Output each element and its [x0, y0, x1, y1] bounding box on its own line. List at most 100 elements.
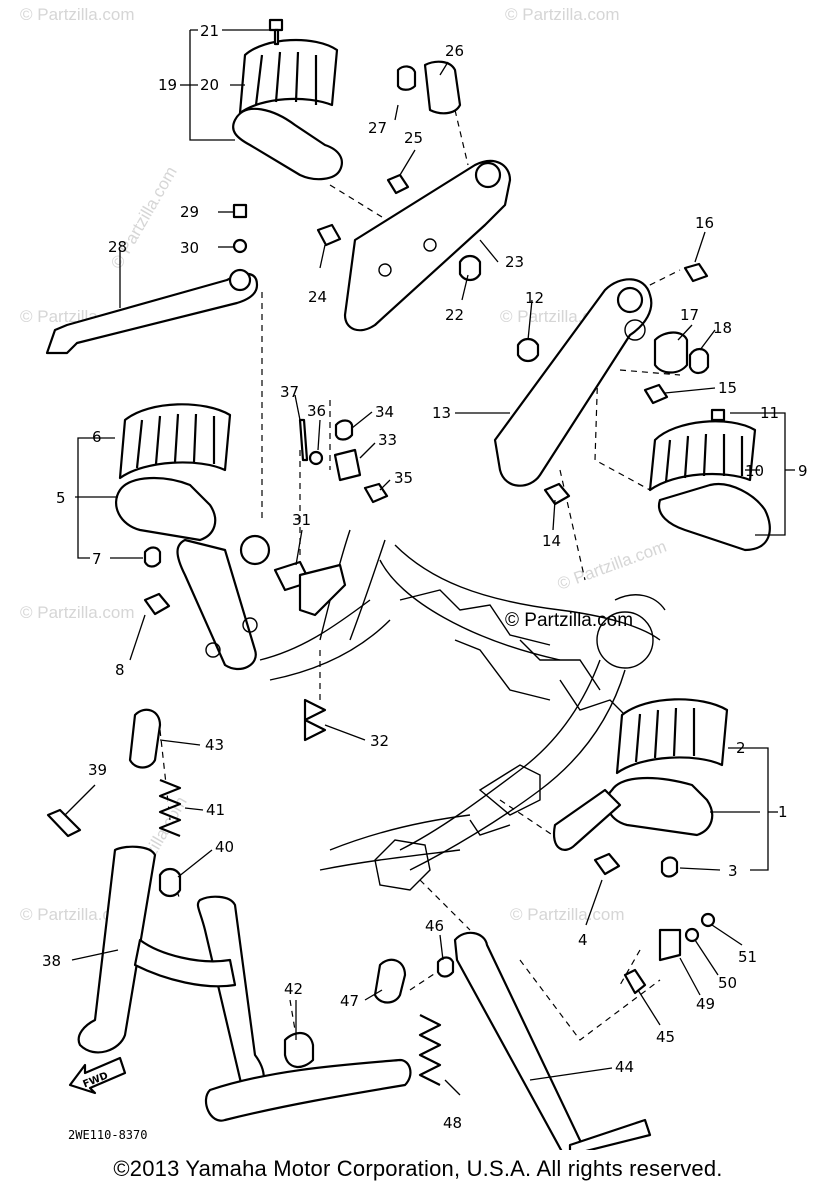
callout-46: 46: [425, 917, 444, 935]
collar-27: [396, 65, 417, 91]
callout-49: 49: [696, 995, 715, 1013]
callout-19: 19: [158, 76, 177, 94]
bushing-17: [653, 331, 689, 374]
callout-43: 43: [205, 736, 224, 754]
footrest-assembly-9: [648, 408, 771, 552]
callout-15: 15: [718, 379, 737, 397]
bolt-15: [643, 383, 669, 405]
watermark-text: © Partzilla.com: [20, 603, 135, 622]
footrest-bracket-9: [657, 482, 771, 552]
callout-8: 8: [115, 661, 125, 679]
footrest-assembly-1: [552, 698, 729, 878]
nut-7: [143, 546, 162, 568]
washer-36: [308, 450, 324, 466]
spring-41: [158, 778, 182, 838]
footrest-bracket-5: [114, 476, 217, 542]
plate-47: [373, 958, 407, 1004]
footrest-arm-23: [316, 60, 512, 332]
footrest-assembly-19: [232, 18, 343, 181]
footrest-rubber-6: [118, 403, 232, 480]
callout-18: 18: [713, 319, 732, 337]
callout-25: 25: [404, 129, 423, 147]
bolt-16: [683, 262, 709, 283]
footrest-arm-13: [493, 262, 710, 506]
footrest-bracket-19: [232, 107, 343, 181]
callout-14: 14: [542, 532, 561, 550]
bolt-39: [46, 808, 82, 838]
callout-10: 10: [745, 462, 764, 480]
collar-18: [688, 347, 710, 375]
callout-17: 17: [680, 306, 699, 324]
collar-40: [158, 867, 182, 898]
watermark-text: © Partzilla.com: [555, 537, 669, 594]
callout-39: 39: [88, 761, 107, 779]
bracket-49: [658, 928, 682, 962]
callout-44: 44: [615, 1058, 634, 1076]
bushing-26: [423, 60, 462, 115]
exploded-parts-diagram: © Partzilla.com © Partzilla.com © Partzi…: [20, 5, 808, 1150]
footrest-rubber-2: [615, 698, 729, 775]
pin-37: [298, 418, 309, 462]
callout-40: 40: [215, 838, 234, 856]
callout-32: 32: [370, 732, 389, 750]
callout-21: 21: [200, 22, 219, 40]
washer-30: [232, 238, 248, 254]
bolt-14: [543, 482, 571, 506]
callout-2: 2: [736, 739, 746, 757]
copyright-notice: ©2013 Yamaha Motor Corporation, U.S.A. A…: [113, 1156, 723, 1181]
footrest-rubber-10: [648, 420, 757, 492]
bolt-4: [593, 852, 621, 876]
callout-41: 41: [206, 801, 225, 819]
leader-lines: [64, 29, 795, 1096]
callout-13: 13: [432, 404, 451, 422]
callout-50: 50: [718, 974, 737, 992]
callout-27: 27: [368, 119, 387, 137]
callout-38: 38: [42, 952, 61, 970]
frame-structure: [259, 529, 666, 891]
callout-16: 16: [695, 214, 714, 232]
callout-37: 37: [280, 383, 299, 401]
bolt-8: [143, 592, 171, 616]
diagram-code: 2WE110-8370: [68, 1128, 148, 1142]
callout-29: 29: [180, 203, 199, 221]
callout-20: 20: [200, 76, 219, 94]
switch-45: [623, 968, 647, 995]
callout-31: 31: [292, 511, 311, 529]
side-stand-44: [373, 912, 716, 1150]
watermark-text: © Partzilla.com: [505, 5, 620, 24]
callout-7: 7: [92, 550, 102, 568]
callout-42: 42: [284, 980, 303, 998]
callout-51: 51: [738, 948, 757, 966]
nut-3: [660, 856, 679, 878]
stopper-42: [283, 1032, 315, 1068]
nut-12: [516, 337, 540, 363]
screw-11: [710, 408, 726, 422]
callout-30: 30: [180, 239, 199, 257]
spring-32: [303, 698, 327, 742]
footrest-bracket-1: [605, 777, 714, 837]
linkage-31-37: [273, 418, 389, 742]
callout-22: 22: [445, 306, 464, 324]
shift-pedal-28: [45, 203, 259, 355]
callout-5: 5: [56, 489, 66, 507]
spring-48: [418, 1014, 442, 1086]
footrest-rubber-20: [238, 38, 339, 115]
fwd-arrow-icon: FWD: [68, 1056, 127, 1095]
callout-36: 36: [307, 402, 326, 420]
callout-33: 33: [378, 431, 397, 449]
bolt-29: [232, 203, 248, 219]
main-stand-38: [46, 708, 412, 1122]
washer-50: [684, 927, 700, 943]
bolt-25: [386, 173, 410, 195]
callout-47: 47: [340, 992, 359, 1010]
screw-51: [700, 912, 716, 928]
callout-24: 24: [308, 288, 327, 306]
assembly-lines: [159, 109, 681, 1041]
callout-23: 23: [505, 253, 524, 271]
joint-33: [333, 448, 362, 482]
plate-43: [128, 708, 162, 769]
nut-46: [436, 956, 455, 978]
watermark-text: © Partzilla.com: [20, 5, 135, 24]
callout-48: 48: [443, 1114, 462, 1132]
